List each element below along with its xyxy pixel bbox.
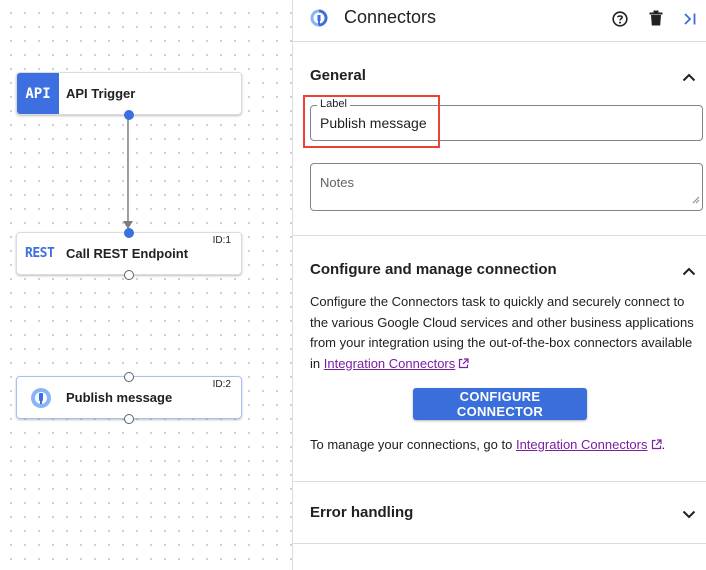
node-id: ID:2 bbox=[212, 379, 231, 390]
input-port[interactable] bbox=[124, 372, 134, 382]
integration-connectors-link[interactable]: Integration Connectors bbox=[515, 437, 648, 452]
node-api-trigger[interactable]: API API Trigger bbox=[16, 72, 242, 115]
output-port[interactable] bbox=[124, 414, 134, 424]
input-port[interactable] bbox=[124, 228, 134, 238]
external-link-icon[interactable] bbox=[458, 355, 469, 376]
error-handling-title: Error handling bbox=[310, 504, 414, 521]
general-section: General Label Publish message Notes bbox=[293, 42, 706, 236]
delete-icon[interactable] bbox=[649, 10, 663, 31]
description-text: Configure the Connectors task to quickly… bbox=[310, 294, 694, 371]
label-field-label: Label bbox=[317, 98, 350, 110]
label-field[interactable]: Label Publish message bbox=[310, 98, 703, 141]
label-field-value: Publish message bbox=[320, 115, 427, 131]
collapse-panel-icon[interactable] bbox=[682, 11, 698, 32]
configure-connector-button[interactable]: CONFIGURE CONNECTOR bbox=[413, 388, 587, 420]
integration-connectors-link[interactable]: Integration Connectors bbox=[323, 355, 456, 371]
node-publish-message[interactable]: Publish message ID:2 bbox=[16, 376, 242, 419]
configure-section: Configure and manage connection Configur… bbox=[293, 236, 706, 482]
node-label: Publish message bbox=[66, 390, 173, 405]
error-handling-section[interactable]: Error handling bbox=[293, 482, 706, 544]
api-badge-icon: API bbox=[17, 73, 59, 114]
edge-arrowhead bbox=[123, 221, 133, 229]
chevron-up-icon[interactable] bbox=[682, 69, 696, 87]
configure-section-title: Configure and manage connection bbox=[310, 261, 557, 278]
panel-title: Connectors bbox=[344, 7, 437, 27]
integration-canvas[interactable]: API API Trigger REST Call REST Endpoint … bbox=[0, 0, 292, 570]
manage-prefix: To manage your connections, go to bbox=[310, 437, 516, 452]
rest-icon: REST bbox=[25, 246, 55, 261]
panel-divider[interactable] bbox=[292, 0, 293, 570]
node-label: Call REST Endpoint bbox=[66, 246, 189, 261]
panel-header: Connectors bbox=[293, 0, 706, 42]
node-label: API Trigger bbox=[66, 86, 136, 101]
general-section-title: General bbox=[310, 67, 366, 84]
notes-placeholder: Notes bbox=[320, 175, 354, 190]
output-port[interactable] bbox=[124, 270, 134, 280]
highlight-box bbox=[303, 95, 440, 148]
notes-field[interactable]: Notes bbox=[310, 163, 703, 211]
external-link-icon[interactable] bbox=[651, 438, 662, 453]
manage-suffix: . bbox=[661, 437, 666, 452]
connection-edges bbox=[123, 118, 133, 229]
output-port[interactable] bbox=[124, 110, 134, 120]
configure-description: Configure the Connectors task to quickly… bbox=[310, 292, 700, 375]
resize-handle-icon[interactable] bbox=[692, 191, 700, 209]
pubsub-icon bbox=[29, 386, 53, 415]
connector-icon bbox=[310, 9, 328, 34]
manage-connections-text: To manage your connections, go to Integr… bbox=[310, 437, 665, 453]
help-icon[interactable] bbox=[612, 11, 628, 32]
chevron-up-icon[interactable] bbox=[682, 263, 696, 281]
node-id: ID:1 bbox=[212, 235, 231, 246]
node-call-rest-endpoint[interactable]: REST Call REST Endpoint ID:1 bbox=[16, 232, 242, 275]
chevron-down-icon[interactable] bbox=[682, 507, 696, 525]
